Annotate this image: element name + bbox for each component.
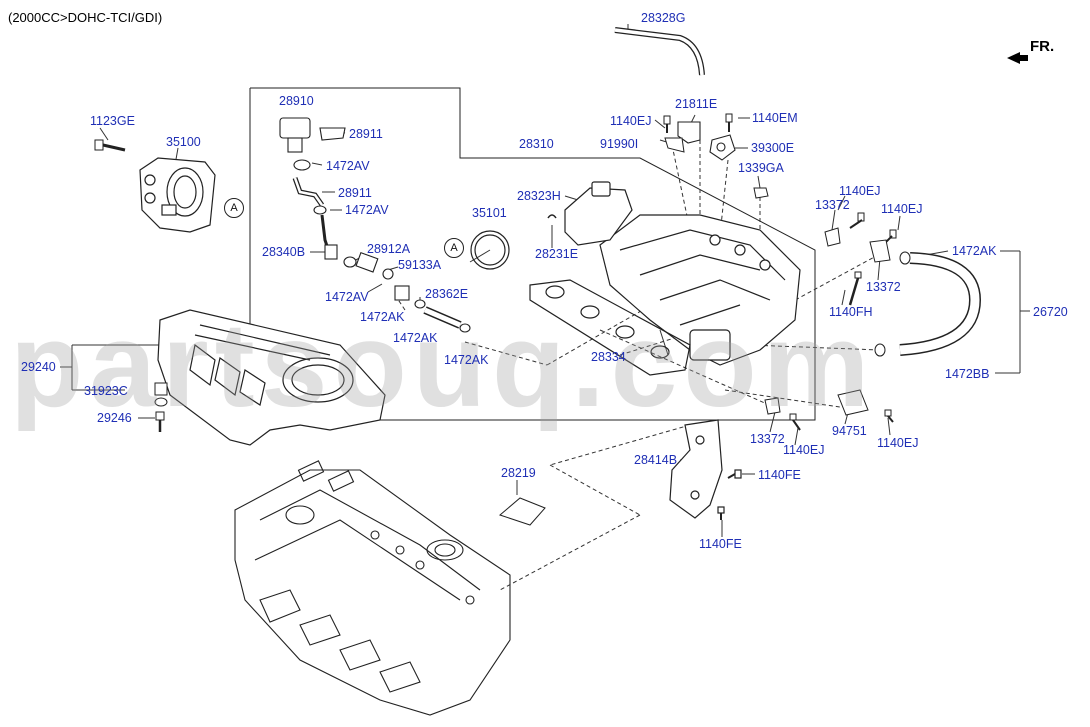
reference-circle-a: A bbox=[224, 198, 244, 218]
part-label[interactable]: 28334 bbox=[591, 350, 626, 364]
part-label[interactable]: 1339GA bbox=[738, 161, 784, 175]
bushing-31923C bbox=[154, 382, 168, 407]
part-label[interactable]: 28219 bbox=[501, 466, 536, 480]
engine-cover-29240 bbox=[157, 309, 386, 446]
engine-spec-title: (2000CC>DOHC-TCI/GDI) bbox=[8, 10, 163, 25]
sensor-39300E bbox=[709, 134, 736, 161]
part-label[interactable]: 28231E bbox=[535, 247, 579, 261]
reference-circle-a: A bbox=[444, 238, 464, 258]
part-label[interactable]: 1140EJ bbox=[783, 443, 825, 457]
part-label[interactable]: 1140EJ bbox=[881, 202, 923, 216]
part-label[interactable]: 1472AK bbox=[952, 244, 997, 258]
part-label[interactable]: 28323H bbox=[517, 189, 561, 203]
clip-28231E bbox=[547, 214, 557, 219]
part-label[interactable]: 28328G bbox=[641, 11, 686, 25]
part-label[interactable]: 1140EM bbox=[752, 111, 798, 125]
front-arrow-icon bbox=[1007, 52, 1028, 64]
part-label[interactable]: 1472AK bbox=[360, 310, 405, 324]
part-label[interactable]: 35101 bbox=[472, 206, 507, 220]
bracket-13372-a bbox=[824, 227, 841, 247]
part-label[interactable]: 1472AV bbox=[345, 203, 389, 217]
part-label[interactable]: 1140EJ bbox=[610, 114, 652, 128]
part-label[interactable]: 39300E bbox=[751, 141, 795, 155]
part-label[interactable]: 35100 bbox=[166, 135, 201, 149]
bolt-1140EM bbox=[725, 113, 733, 132]
part-label[interactable]: 13372 bbox=[750, 432, 785, 446]
part-label[interactable]: 1472AV bbox=[325, 290, 369, 304]
bracket-28414B bbox=[669, 419, 742, 520]
part-label[interactable]: 1472AK bbox=[444, 353, 489, 367]
cylinder-head bbox=[234, 460, 511, 716]
gasket-35101 bbox=[470, 230, 510, 270]
front-direction-label: FR. bbox=[1030, 38, 1055, 55]
vacuum-valve-28910 bbox=[279, 117, 471, 333]
gasket-28334 bbox=[529, 279, 691, 376]
part-label[interactable]: 31923C bbox=[84, 384, 128, 398]
bolt-29246 bbox=[155, 411, 165, 432]
bolt-1123GE bbox=[94, 139, 126, 152]
hose-26720 bbox=[874, 251, 982, 357]
part-label[interactable]: 28912A bbox=[367, 242, 411, 256]
intake-manifold-28310 bbox=[599, 214, 801, 366]
nut-1339GA bbox=[753, 187, 769, 199]
part-label[interactable]: 1472BB bbox=[945, 367, 990, 381]
part-label[interactable]: 28310 bbox=[519, 137, 554, 151]
part-label[interactable]: 1472AV bbox=[326, 159, 370, 173]
part-label[interactable]: 29240 bbox=[21, 360, 56, 374]
bracket-91990I bbox=[664, 137, 685, 153]
part-label[interactable]: 1472AK bbox=[393, 331, 438, 345]
throttle-body-35100 bbox=[139, 157, 216, 233]
part-label[interactable]: 26720 bbox=[1033, 305, 1068, 319]
part-label[interactable]: 1123GE bbox=[90, 114, 135, 128]
part-label[interactable]: 21811E bbox=[675, 97, 718, 111]
part-label[interactable]: 94751 bbox=[832, 424, 867, 438]
bolt-1140EJ-top bbox=[663, 115, 671, 133]
part-label[interactable]: 13372 bbox=[866, 280, 901, 294]
sensor-94751 bbox=[837, 389, 869, 416]
part-label[interactable]: 28911 bbox=[349, 127, 383, 141]
part-label[interactable]: 28910 bbox=[279, 94, 314, 108]
part-label[interactable]: 59133A bbox=[398, 258, 442, 272]
part-label[interactable]: 13372 bbox=[815, 198, 850, 212]
part-label[interactable]: 1140FE bbox=[758, 468, 801, 482]
part-label[interactable]: 29246 bbox=[97, 411, 132, 425]
heat-shield-28219 bbox=[499, 497, 546, 526]
part-label[interactable]: 1140EJ bbox=[877, 436, 919, 450]
part-label[interactable]: 28414B bbox=[634, 453, 678, 467]
part-label[interactable]: 1140FH bbox=[829, 305, 873, 319]
part-label[interactable]: 28911 bbox=[338, 186, 372, 200]
part-label[interactable]: 91990I bbox=[600, 137, 639, 151]
actuator-28323H bbox=[564, 181, 633, 246]
bracket-21811E bbox=[677, 121, 701, 144]
part-label[interactable]: 1140FE bbox=[699, 537, 742, 551]
bracket-13372-c bbox=[764, 397, 781, 415]
part-label[interactable]: 28362E bbox=[425, 287, 469, 301]
part-label[interactable]: 28340B bbox=[262, 245, 306, 259]
part-label[interactable]: 1140EJ bbox=[839, 184, 881, 198]
